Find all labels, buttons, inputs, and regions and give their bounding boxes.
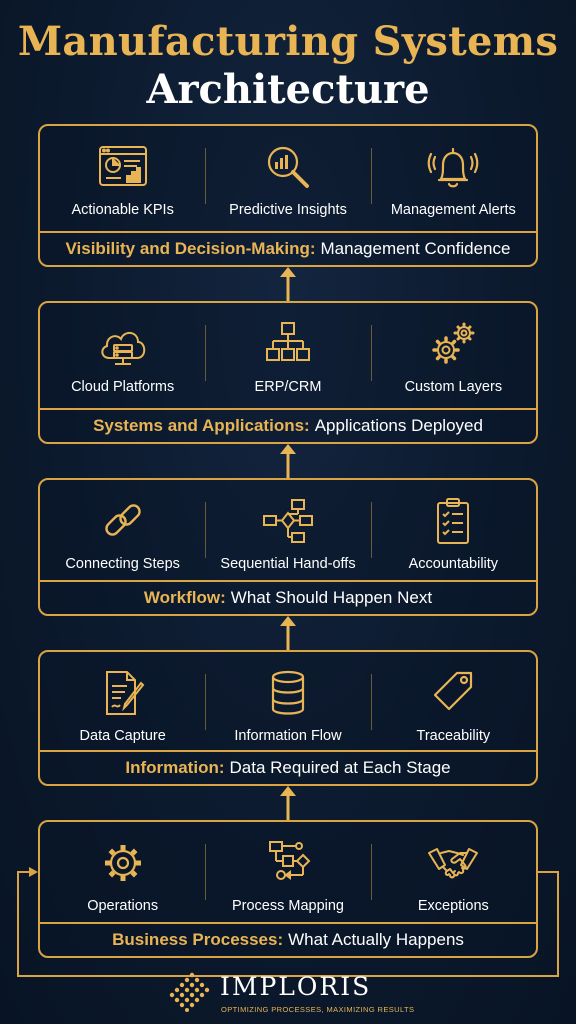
item-label: Accountability [408,556,499,572]
item-custom-layers: Custom Layers [370,303,536,399]
tag-icon [425,668,481,718]
layer-subtitle: What Actually Happens [288,930,464,949]
gear-icon [95,838,151,888]
chain-link-icon [95,496,151,546]
item-predictive-insights: Predictive Insights [205,126,370,222]
up-arrow [279,267,297,302]
layer-summary-bar: Visibility and Decision-Making:Managemen… [40,231,536,265]
item-label: Cloud Platforms [71,379,175,395]
item-label: Predictive Insights [229,202,347,218]
layer-title: Workflow: [143,588,226,607]
item-label: Exceptions [417,898,489,914]
page-title-line1: Manufacturing Systems [17,18,559,65]
brand-logo: IMPLORIS OPTIMIZING PROCESSES, MAXIMIZIN… [168,968,418,1018]
cloud-server-icon [95,319,151,369]
layer-summary-bar: Systems and Applications:Applications De… [40,408,536,442]
layer-title: Systems and Applications: [93,416,310,435]
item-connecting-steps: Connecting Steps [40,480,205,576]
layer-title: Visibility and Decision-Making: [65,239,316,258]
item-label: Connecting Steps [65,556,180,572]
dashboard-chart-icon [95,142,151,192]
item-label: Process Mapping [231,898,344,914]
layer-information: Data Capture Information Flow Traceabi [38,650,538,786]
clipboard-checklist-icon [425,496,481,546]
layer-visibility: Actionable KPIs Predictive Insights [38,124,538,267]
hierarchy-icon [260,319,316,369]
item-label: Information Flow [234,728,342,744]
item-traceability: Traceability [370,652,536,748]
up-arrow [279,616,297,650]
item-label: ERP/CRM [254,379,322,395]
layer-workflow: Connecting Steps Sequential Hand-offs [38,478,538,616]
layer-summary-bar: Workflow:What Should Happen Next [40,580,536,614]
page-title-line2: Architecture [146,66,430,113]
flowchart-icon [260,496,316,546]
brand-tagline: OPTIMIZING PROCESSES, MAXIMIZING RESULTS [221,1005,415,1014]
layer-subtitle: Applications Deployed [314,416,483,435]
logo-mark-icon [169,972,210,1012]
item-label: Management Alerts [390,202,516,218]
gears-icon [425,319,481,369]
item-label: Data Capture [79,728,166,744]
process-map-icon [260,838,316,888]
layer-summary-bar: Information:Data Required at Each Stage [40,750,536,784]
item-data-capture: Data Capture [40,652,205,748]
item-label: Actionable KPIs [71,202,174,218]
item-exceptions: Exceptions [370,822,536,918]
database-icon [260,668,316,718]
layer-title: Information: [125,758,225,777]
layer-systems: Cloud Platforms ERP/CRM [38,301,538,444]
layer-subtitle: Management Confidence [320,239,511,258]
up-arrow [279,786,297,820]
item-label: Operations [87,898,159,914]
layer-business-processes: Operations Process Mapping [38,820,538,958]
handshake-icon [425,838,481,888]
item-label: Traceability [416,728,491,744]
item-accountability: Accountability [370,480,536,576]
item-actionable-kpis: Actionable KPIs [40,126,205,222]
item-cloud-platforms: Cloud Platforms [40,303,205,399]
up-arrow [279,444,297,479]
item-label: Sequential Hand-offs [220,556,356,572]
layer-title: Business Processes: [112,930,284,949]
document-pen-icon [95,668,151,718]
item-information-flow: Information Flow [205,652,370,748]
layer-subtitle: Data Required at Each Stage [229,758,451,777]
magnifier-chart-icon [260,142,316,192]
brand-name: IMPLORIS [220,972,372,1001]
item-process-mapping: Process Mapping [205,822,370,918]
layer-subtitle: What Should Happen Next [230,588,433,607]
item-label: Custom Layers [404,379,503,395]
layer-summary-bar: Business Processes:What Actually Happens [40,922,536,956]
item-sequential-handoffs: Sequential Hand-offs [205,480,370,576]
item-operations: Operations [40,822,205,918]
item-management-alerts: Management Alerts [370,126,536,222]
bell-icon [425,142,481,192]
item-erp-crm: ERP/CRM [205,303,370,399]
